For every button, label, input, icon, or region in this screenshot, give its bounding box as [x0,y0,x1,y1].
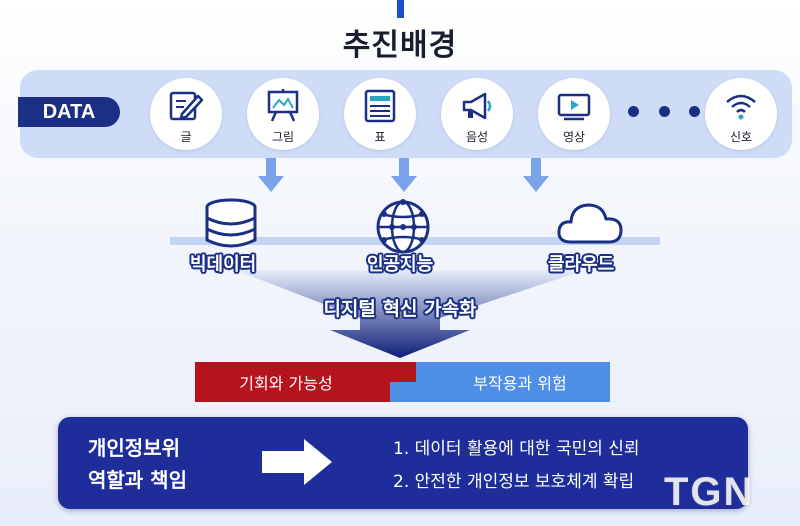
role-box [58,417,748,509]
tech-cloud [535,198,645,246]
video-icon [557,93,591,121]
easel-icon [267,89,299,122]
more-dots [628,106,700,117]
data-item-label: 그림 [271,130,295,144]
data-badge: DATA [18,97,120,127]
tech-bigdata [176,198,286,250]
data-item-voice: 음성 [441,78,513,150]
table-icon [364,89,396,123]
megaphone-icon [462,92,492,120]
watermark-logo: TGN [664,470,755,514]
data-item-label: 신호 [729,130,753,144]
opportunity-label: 기회와 가능성 [239,374,333,393]
page-title: 추진배경 [342,28,458,63]
down-arrows [258,158,549,192]
database-icon [205,198,257,248]
tech-label-bigdata: 빅데이터 [190,254,257,275]
cloud-icon [557,203,623,244]
wifi-icon [726,94,756,120]
right-arrow-icon [262,439,332,485]
data-item-signal: 신호 [705,78,777,150]
globe-network-icon [376,199,430,254]
role-item-2: 2. 안전한 개인정보 보호체계 확립 [393,472,635,492]
data-item-label: 표 [374,130,386,144]
funnel-arrow [235,270,585,358]
risk-box: 부작용과 위험 [390,362,610,402]
tech-label-cloud: 클라우드 [548,254,615,275]
acceleration-label: 디지털 혁신 가속화 [323,298,477,320]
role-item-1: 1. 데이터 활용에 대한 국민의 신뢰 [393,439,640,459]
risk-label: 부작용과 위험 [473,374,567,393]
role-title-line1: 개인정보위 [88,436,180,460]
data-item-table: 표 [344,78,416,150]
pen-note-icon [169,91,204,121]
data-item-label: 영상 [562,130,586,144]
data-item-text: 글 [150,78,222,150]
opportunity-notch [380,362,416,382]
tech-ai [348,198,458,256]
data-item-label: 글 [180,130,192,144]
data-item-video: 영상 [538,78,610,150]
top-accent-line [397,0,404,18]
role-title-line2: 역할과 책임 [88,468,187,492]
tech-label-ai: 인공지능 [367,254,434,275]
data-item-picture: 그림 [247,78,319,150]
opportunity-box: 기회와 가능성 [195,362,415,402]
data-item-label: 음성 [465,130,489,144]
